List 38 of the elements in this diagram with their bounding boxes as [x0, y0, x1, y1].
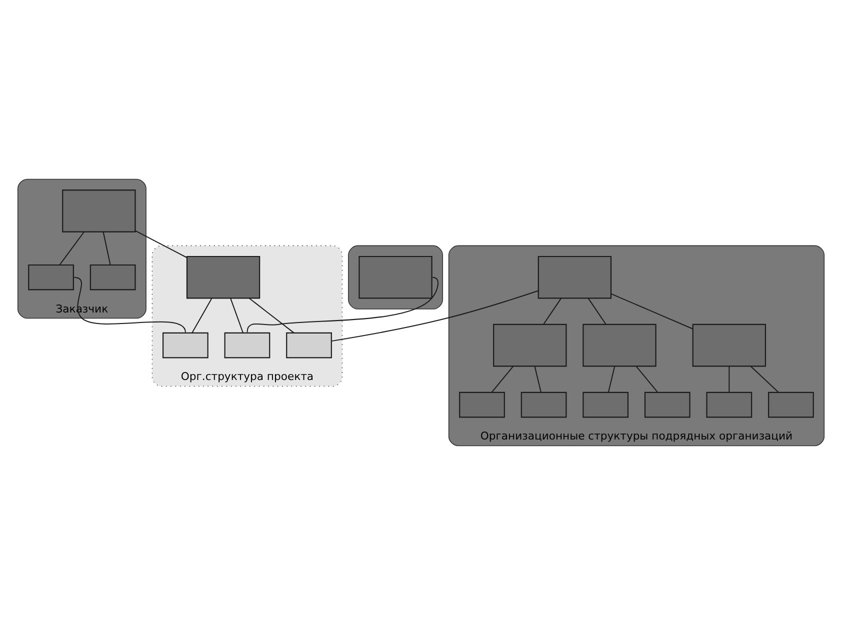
connector — [248, 297, 294, 333]
node-box — [162, 332, 208, 358]
connector — [491, 366, 514, 392]
connector — [608, 366, 616, 392]
connector — [74, 276, 186, 332]
node-box — [358, 255, 432, 298]
node-box — [186, 255, 260, 298]
connector — [534, 366, 542, 392]
node-box — [520, 391, 567, 418]
node-box — [768, 391, 814, 418]
connector — [230, 298, 244, 333]
node-box — [28, 264, 74, 290]
node-box — [62, 189, 136, 232]
connector — [610, 292, 693, 329]
node-box — [644, 391, 690, 418]
node-box — [286, 332, 332, 358]
connector — [246, 276, 438, 332]
connector — [728, 366, 730, 392]
connector — [588, 298, 606, 324]
node-box — [538, 255, 612, 298]
connector — [750, 365, 779, 392]
cluster: Орг.структура проекта — [152, 244, 343, 386]
node-box — [706, 391, 752, 418]
cluster — [348, 244, 443, 309]
node-box — [224, 332, 270, 358]
node-box — [90, 264, 136, 290]
cluster: Организационные структуры подрядных организаций — [448, 244, 825, 446]
connector — [102, 231, 111, 265]
node-box — [692, 323, 766, 366]
connector — [331, 290, 538, 342]
connector — [543, 298, 562, 324]
node-box — [493, 323, 567, 366]
connector — [59, 231, 84, 265]
node-box — [459, 391, 505, 418]
node-box — [582, 391, 629, 418]
node-box — [582, 323, 656, 366]
connector — [192, 298, 212, 333]
connector — [636, 366, 658, 392]
